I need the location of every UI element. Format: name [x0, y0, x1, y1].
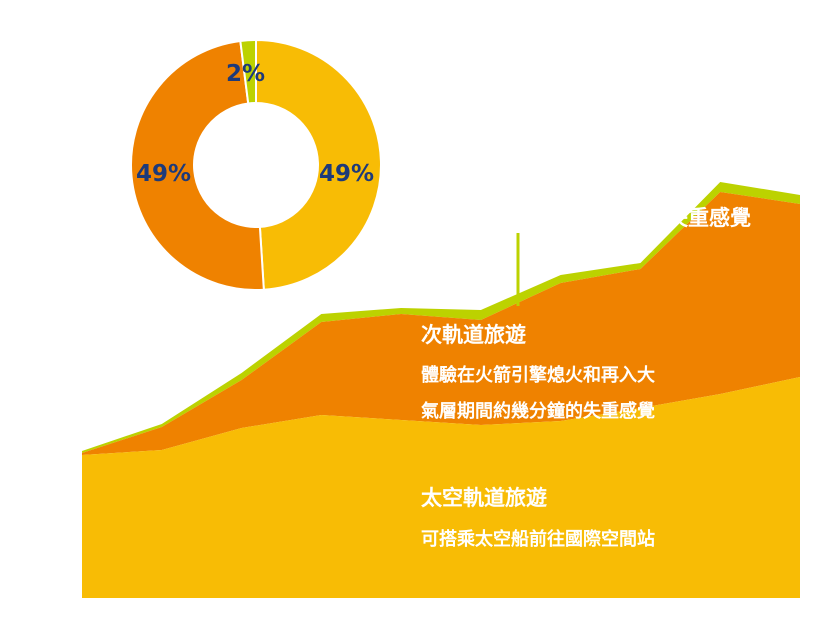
- series-desc-suborbital-line2: 氣層期間約幾分鐘的失重感覺: [421, 400, 655, 422]
- pie-slice-0: [255, 38, 382, 291]
- stacked-area-chart: [82, 182, 800, 598]
- pie-slice-2: [239, 38, 257, 105]
- series-annotation-fragment: 失重感覺: [667, 206, 751, 230]
- series-desc-orbital: 可搭乘太空船前往國際空間站: [421, 528, 655, 550]
- pie-label-orange: 49%: [136, 161, 191, 187]
- area-series-1: [82, 192, 800, 455]
- area-series-0: [82, 377, 800, 598]
- pie-label-yellow: 49%: [319, 161, 374, 187]
- series-label-orbital: 太空軌道旅遊: [421, 486, 547, 510]
- pie-label-green: 2%: [226, 61, 265, 87]
- pie-slice-1: [130, 39, 265, 291]
- series-desc-suborbital-line1: 體驗在火箭引擎熄火和再入大: [421, 364, 655, 386]
- donut-chart: [130, 38, 382, 291]
- series-label-suborbital: 次軌道旅遊: [421, 323, 526, 347]
